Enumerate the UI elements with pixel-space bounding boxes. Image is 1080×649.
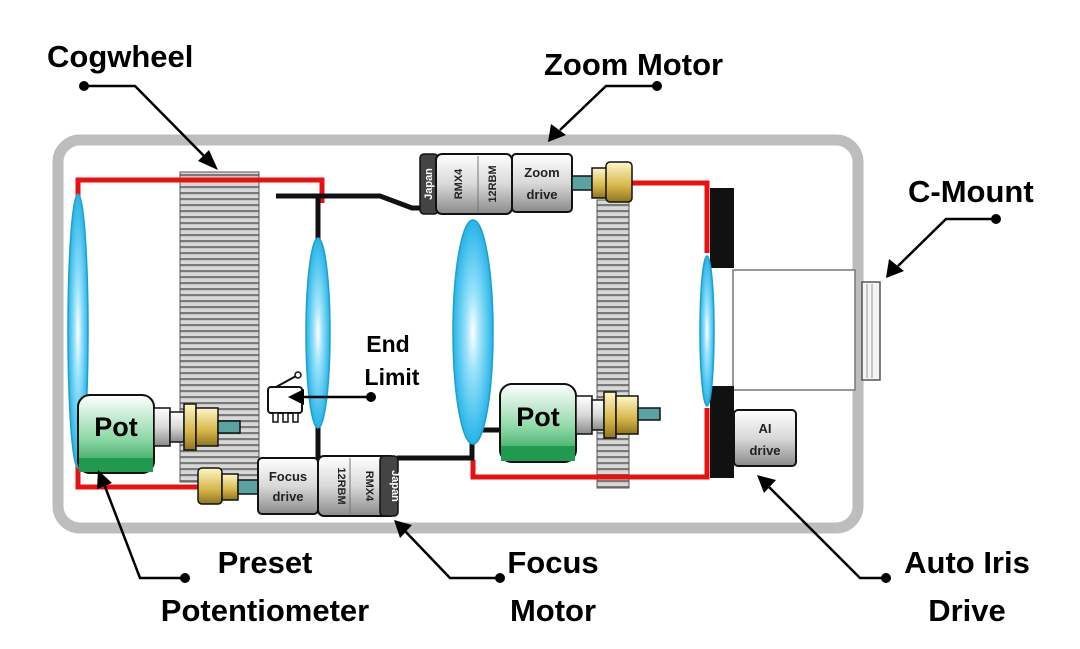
zoom-motor-model: 12RBM <box>487 165 499 202</box>
ai-drive-label-1: AI <box>759 421 772 436</box>
focus-gear <box>197 467 259 505</box>
leader-lines <box>84 84 996 580</box>
focus-motor-series: RMX4 <box>363 471 375 502</box>
label-focus-motor-1: Focus <box>507 545 598 580</box>
label-preset-2: Potentiometer <box>161 593 369 628</box>
pot-left-label: Pot <box>94 412 138 442</box>
label-zoom-motor: Zoom Motor <box>544 47 723 82</box>
focus-motor-origin: Japan <box>389 470 401 502</box>
leader-dots <box>79 81 1001 583</box>
label-preset-1: Preset <box>218 545 313 580</box>
focus-motor-model: 12RBM <box>335 467 347 504</box>
lens-zoom <box>452 219 494 445</box>
zoom-gear <box>571 161 633 203</box>
c-mount-barrel <box>732 269 856 391</box>
label-focus-motor-2: Motor <box>510 593 596 628</box>
leader-arrowheads <box>97 124 904 538</box>
red-wires <box>75 177 710 490</box>
label-c-mount: C-Mount <box>908 174 1034 209</box>
label-auto-iris-1: Auto Iris <box>904 545 1030 580</box>
ai-drive-label-2: drive <box>749 443 780 458</box>
iris-plate-top <box>710 188 734 268</box>
zoom-motor-origin: Japan <box>423 168 435 200</box>
c-mount-ring <box>861 281 881 381</box>
lens-rear <box>699 255 715 407</box>
zoom-drive-box: Zoom drive <box>511 153 573 213</box>
focus-drive-box: Focus drive <box>257 457 319 515</box>
label-end-limit-1: End <box>366 331 409 357</box>
label-end-limit-2: Limit <box>365 364 420 390</box>
label-auto-iris-2: Drive <box>928 593 1006 628</box>
zoom-motor: Japan RMX4 12RBM <box>419 153 513 215</box>
focus-drive-label-2: drive <box>272 489 303 504</box>
zoom-drive-label-2: drive <box>526 187 557 202</box>
pot-right-label: Pot <box>516 402 560 432</box>
cogwheel-rack-right <box>596 199 630 489</box>
ai-drive-box: AI drive <box>733 409 797 467</box>
pot-right: Pot <box>499 383 661 463</box>
label-cogwheel: Cogwheel <box>47 39 193 74</box>
focus-drive-label-1: Focus <box>269 469 307 484</box>
iris-plate-bottom <box>710 386 734 478</box>
zoom-drive-label-1: Zoom <box>524 165 559 180</box>
end-limit-switch <box>267 371 303 423</box>
focus-motor: 12RBM RMX4 Japan <box>317 455 401 517</box>
zoom-motor-series: RMX4 <box>453 168 465 199</box>
lens-focus <box>305 237 331 429</box>
preset-pot-left: Pot <box>77 394 241 474</box>
